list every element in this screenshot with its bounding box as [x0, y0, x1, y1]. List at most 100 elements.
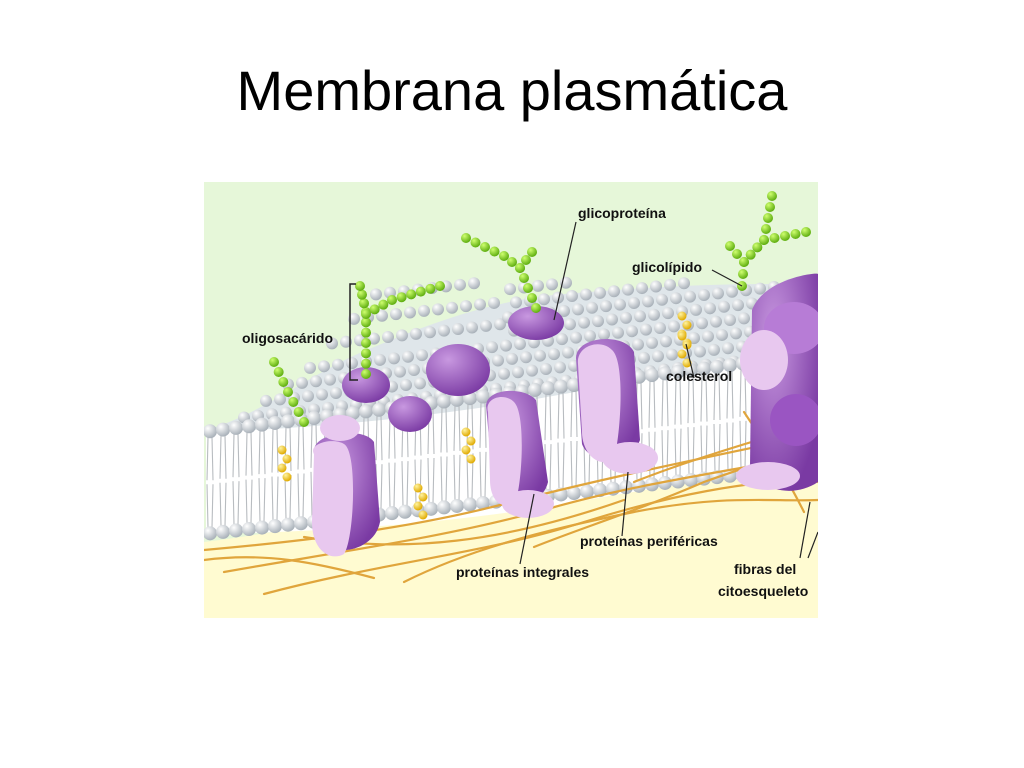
- lipid-head: [382, 331, 394, 344]
- cholesterol-ring: [682, 340, 692, 350]
- lipid-head: [500, 339, 512, 352]
- sugar-unit: [435, 281, 445, 291]
- lipid-head: [594, 286, 606, 299]
- sugar-unit: [269, 357, 279, 367]
- lipid-tail: [713, 372, 716, 421]
- cholesterol-ring: [413, 501, 423, 511]
- sugar-unit: [361, 338, 371, 348]
- sugar-unit: [519, 273, 529, 283]
- lipid-tail: [211, 484, 214, 528]
- cholesterol-ring: [418, 510, 428, 520]
- lipid-head: [646, 336, 658, 349]
- lipid-head: [408, 364, 420, 377]
- lipid-head: [626, 325, 638, 338]
- lipid-head: [424, 501, 438, 516]
- slide-title: Membrana plasmática: [236, 59, 788, 122]
- lipid-tail: [562, 442, 565, 489]
- label-glycoprotein: glicoproteína: [578, 205, 666, 221]
- sugar-unit: [470, 237, 481, 248]
- lipid-tail: [258, 430, 261, 475]
- sugar-unit: [415, 286, 426, 297]
- lipid-head: [548, 348, 560, 361]
- lipid-tail: [237, 481, 240, 525]
- lipid-head: [622, 283, 634, 296]
- cholesterol-ring: [677, 311, 687, 321]
- lipid-head: [732, 299, 744, 312]
- lipid-head: [730, 327, 742, 340]
- lipid-tail: [674, 377, 677, 425]
- lipid-head: [400, 378, 412, 391]
- cholesterol-ring: [413, 483, 423, 493]
- lipid-head: [432, 303, 444, 316]
- lipid-head: [281, 414, 295, 429]
- lipid-head: [628, 296, 640, 309]
- lipid-head: [492, 354, 504, 367]
- lipid-head: [640, 323, 652, 336]
- lipid-tail: [692, 427, 695, 475]
- lipid-head: [694, 345, 706, 358]
- lipid-tail: [562, 392, 565, 439]
- lipid-tail: [718, 423, 721, 472]
- sugar-unit: [745, 249, 756, 260]
- label-fibers-line2: citoesqueleto: [718, 583, 808, 599]
- lipid-head: [541, 381, 555, 396]
- lipid-head: [534, 349, 546, 362]
- leader-lines: [519, 221, 818, 565]
- lipid-head: [567, 486, 581, 501]
- lipid-tail: [388, 462, 391, 508]
- lipid-tail: [648, 381, 651, 428]
- lipid-head: [572, 303, 584, 316]
- lipid-head: [698, 288, 710, 301]
- lipid-head: [486, 341, 498, 354]
- lipid-tail: [297, 473, 300, 518]
- lipid-head: [463, 497, 477, 512]
- lipid-head: [697, 361, 711, 376]
- lipid-tail: [557, 442, 560, 489]
- lipid-head: [658, 366, 672, 381]
- lipid-head: [598, 328, 610, 341]
- lipid-head: [216, 422, 230, 437]
- lipid-head: [586, 301, 598, 314]
- sugar-unit: [752, 242, 763, 253]
- lipid-tail: [661, 379, 664, 427]
- lipid-head: [702, 330, 714, 343]
- sugar-unit: [767, 191, 777, 201]
- lipid-head: [390, 308, 402, 321]
- lipid-tail: [440, 456, 443, 502]
- lipid-head: [468, 277, 480, 290]
- lipid-tail: [679, 428, 682, 476]
- lipid-tail: [271, 428, 274, 473]
- lipid-head: [678, 277, 690, 290]
- cholesterol-ring: [282, 472, 292, 482]
- integral-protein: [736, 273, 818, 491]
- lipid-head: [332, 358, 344, 371]
- lipid-tail: [414, 459, 417, 505]
- lipid-head: [242, 419, 256, 434]
- lipid-head: [567, 377, 581, 392]
- lipid-tail: [245, 479, 248, 524]
- lipid-tail: [549, 444, 552, 490]
- lipid-tail: [700, 425, 703, 473]
- sugar-unit: [765, 202, 775, 212]
- lipid-head: [255, 417, 269, 432]
- lipid-head: [664, 278, 676, 291]
- label-cholesterol: colesterol: [666, 368, 732, 384]
- sugar-unit: [355, 281, 365, 291]
- lipid-head: [229, 420, 243, 435]
- lipid-tail: [219, 435, 222, 479]
- lipid-tail: [713, 423, 716, 472]
- lipid-head: [718, 300, 730, 313]
- lipid-head: [738, 312, 750, 325]
- lipid-head: [526, 364, 538, 377]
- lipid-head: [476, 496, 490, 511]
- lipid-tail: [653, 381, 656, 428]
- lipid-head: [376, 309, 388, 322]
- sugar-unit: [725, 241, 735, 251]
- lipid-tail: [427, 457, 430, 503]
- cholesterol-ring: [677, 331, 687, 341]
- label-glycolipid: glicolípido: [632, 259, 702, 275]
- lipid-head: [296, 376, 308, 389]
- lipid-head: [374, 353, 386, 366]
- cholesterol-ring: [461, 445, 471, 455]
- lipid-head: [368, 332, 380, 345]
